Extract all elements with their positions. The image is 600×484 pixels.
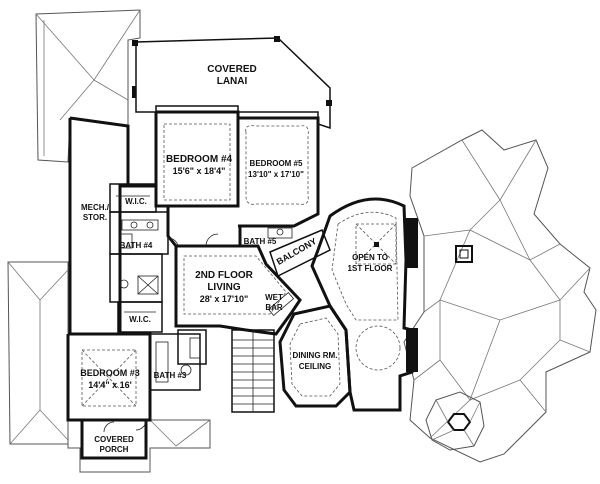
label-bedroom4-size: 15'6" x 18'4" xyxy=(173,166,226,176)
label-covered-porch-1: COVERED xyxy=(94,435,134,444)
label-bedroom3-size: 14'4" x 16' xyxy=(88,380,132,390)
label-mech: MECH./ xyxy=(81,203,110,212)
labels: COVERED LANAI BEDROOM #4 15'6" x 18'4" B… xyxy=(80,64,392,454)
label-living-2: LIVING xyxy=(207,282,241,293)
label-covered-lanai-1: COVERED xyxy=(207,64,256,75)
label-stor: STOR. xyxy=(83,213,107,222)
ceiling-details xyxy=(81,123,397,407)
label-bath3: BATH #3 xyxy=(154,371,187,380)
label-bedroom5: BEDROOM #5 xyxy=(250,159,303,168)
roof-bottom-strip xyxy=(67,419,211,473)
label-ceiling: CEILING xyxy=(299,362,331,371)
label-open-to: OPEN TO xyxy=(352,253,388,262)
label-bath4: BATH #4 xyxy=(120,241,153,250)
open-to-first-floor-outline xyxy=(310,197,414,412)
fixtures xyxy=(103,195,295,433)
balcony-outline xyxy=(269,229,331,278)
label-bedroom4: BEDROOM #4 xyxy=(166,154,233,165)
chimney xyxy=(455,245,473,263)
label-bar: BAR xyxy=(265,303,283,312)
label-living-1: 2ND FLOOR xyxy=(195,270,254,281)
label-wet: WET xyxy=(265,293,283,302)
roof-outlines xyxy=(7,9,597,473)
label-living-size: 28' x 17'10" xyxy=(200,294,249,304)
label-covered-lanai-2: LANAI xyxy=(217,76,248,87)
lanai-area xyxy=(132,36,332,130)
label-first-floor: 1ST FLOOR xyxy=(348,264,393,273)
label-bedroom5-size: 13'10" x 17'10" xyxy=(248,170,304,179)
roof-left-wing xyxy=(7,261,69,445)
octagon-tower xyxy=(425,391,485,451)
label-wic-upper: W.I.C. xyxy=(125,197,147,206)
label-bath5: BATH #5 xyxy=(244,237,277,246)
label-bedroom3: BEDROOM #3 xyxy=(80,368,140,378)
roof-right xyxy=(403,129,597,463)
label-covered-porch-2: PORCH xyxy=(100,445,129,454)
exterior-walls xyxy=(66,110,418,460)
label-wic-lower: W.I.C. xyxy=(129,315,151,324)
roof-top-left xyxy=(35,9,141,163)
label-dining: DINING RM. xyxy=(293,351,338,360)
